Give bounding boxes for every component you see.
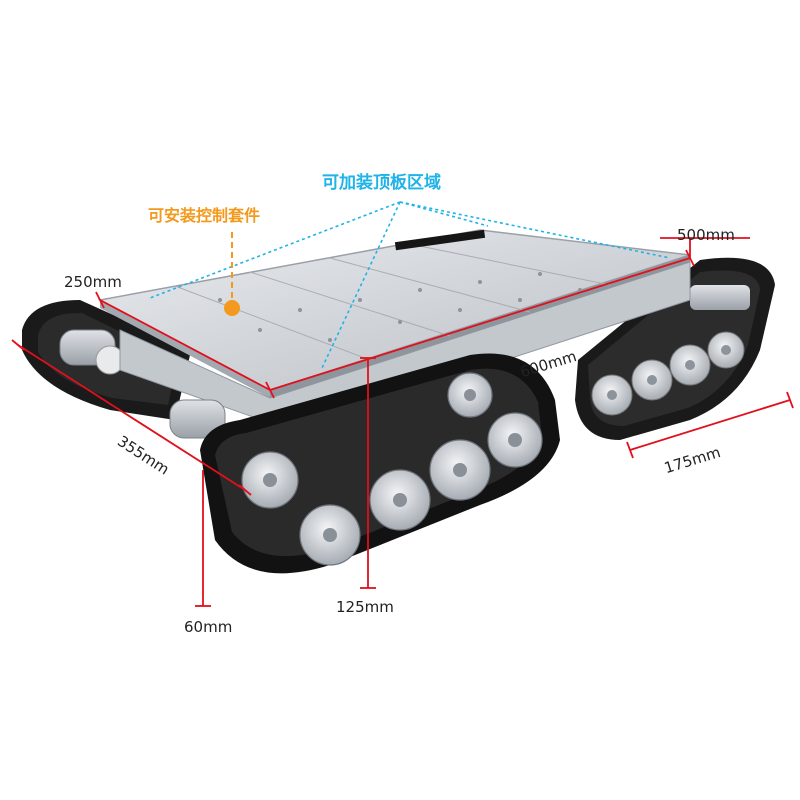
top-plate-callout-lines [149, 201, 671, 369]
height-dimension: 125mm [336, 598, 394, 616]
right-track-assembly [575, 257, 775, 440]
front-track-assembly [200, 353, 560, 574]
control-kit-area-label: 可安装控制套件 [148, 206, 261, 225]
left-rear-track [22, 300, 190, 420]
chassis-frame [119, 261, 691, 439]
ground-clearance-dimension: 60mm [184, 618, 233, 636]
top-plate-area-label: 可加装顶板区域 [322, 173, 441, 193]
rear-width-dimension: 500mm [677, 226, 735, 244]
top-plate [97, 229, 691, 398]
plate-width-dimension: 250mm [64, 273, 122, 291]
dimension-lines [11, 237, 794, 607]
control-kit-callout [224, 232, 240, 316]
